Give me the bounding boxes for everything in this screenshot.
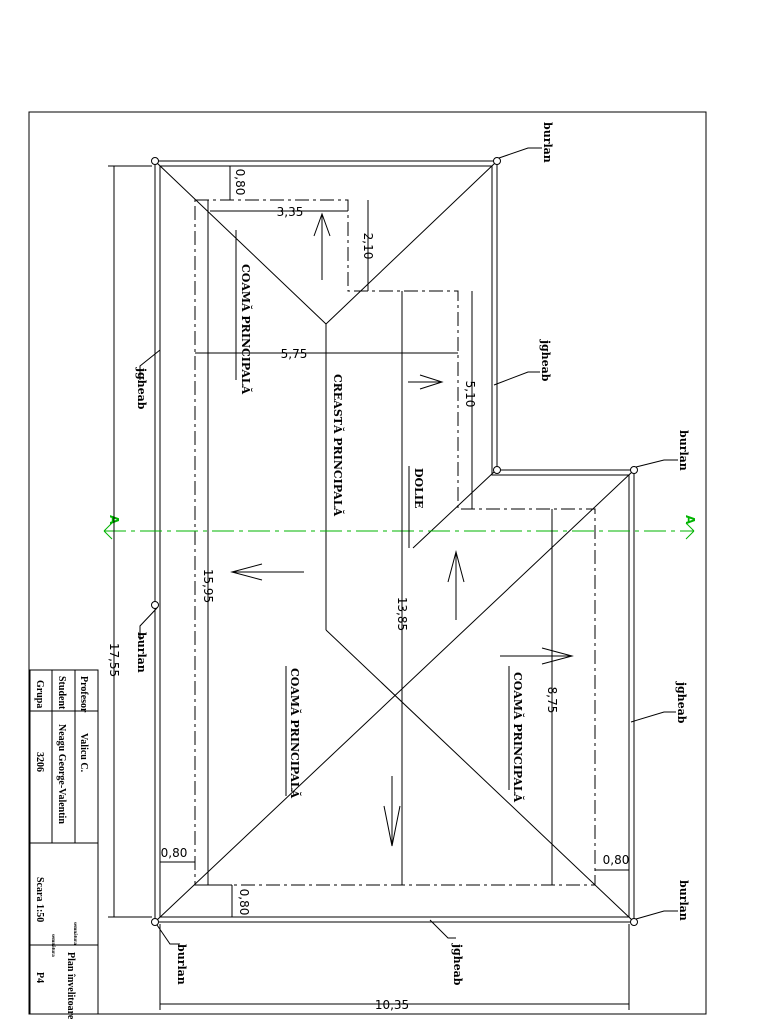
arrow-up — [448, 552, 464, 620]
dim-middle-length: 13,85 — [395, 597, 409, 631]
arrow-left — [232, 564, 304, 580]
dimension-lines — [108, 166, 629, 1010]
tb-signature: semnătura — [50, 934, 55, 957]
dim-overhang-bottom-left: 0,80 — [161, 846, 188, 860]
tb-professor-label: Profesor — [78, 676, 89, 713]
tb-professor-name: Valicu C. — [78, 733, 89, 773]
label-gutter: jgheab — [675, 681, 688, 724]
tb-scale: Scara 1:50 — [34, 877, 45, 922]
arrow-down — [384, 776, 400, 846]
leader-lines — [236, 230, 509, 796]
label-gutter: jgheab — [539, 339, 552, 382]
tb-signature: semnătura — [72, 922, 77, 945]
label-downspout: burlan — [677, 430, 690, 471]
dim-right-width: 8,75 — [545, 687, 559, 714]
roof-outline — [155, 161, 634, 922]
dim-overall-length: 17,55 — [107, 643, 121, 677]
downspout-markers — [152, 158, 638, 926]
tb-student-name: Neagu George-Valentin — [56, 724, 67, 824]
dim-top-width: 3,35 — [277, 205, 304, 219]
roof-lines — [157, 163, 632, 920]
tb-student-label: Student — [56, 676, 67, 710]
tb-sheet: P4 — [34, 972, 45, 983]
dim-wing-width: 5,75 — [281, 347, 308, 361]
tb-title: Plan învelitoare — [65, 952, 76, 1020]
wall-outline — [195, 200, 595, 885]
label-valley: DOLIE — [412, 468, 425, 508]
dim-overall-width: 10,35 — [375, 998, 409, 1012]
dim-overhang-bottom-vertical: 0,80 — [237, 889, 251, 916]
arrow-right — [408, 375, 442, 389]
label-downspout: burlan — [135, 632, 148, 673]
title-block — [30, 670, 98, 1014]
dim-overhang-top: 0,80 — [233, 169, 247, 196]
hip-line — [326, 630, 632, 920]
hip-line — [326, 163, 495, 324]
label-ridge-4: COAMĂ PRINCIPALĂ — [511, 672, 525, 803]
section-line: A A — [104, 515, 697, 539]
label-downspout: burlan — [175, 944, 188, 985]
dim-wing-length: 5,10 — [463, 381, 477, 408]
tb-group-value: 3206 — [34, 752, 45, 772]
label-gutter: jgheab — [135, 367, 148, 410]
label-ridge-3: COAMĂ PRINCIPALĂ — [288, 668, 302, 799]
label-downspout: burlan — [541, 122, 554, 163]
label-ridge-1: COAMĂ PRINCIPALĂ — [239, 264, 253, 395]
label-ridge-2: CREASTĂ PRINCIPALĂ — [331, 374, 345, 517]
arrow-up — [314, 214, 330, 280]
dim-overhang-right: 0,80 — [603, 853, 630, 867]
dim-inner-length: 15,95 — [201, 569, 215, 603]
arrow-right — [500, 648, 572, 664]
label-gutter: jgheab — [451, 943, 464, 986]
section-label-right: A — [683, 515, 697, 525]
label-downspout: burlan — [677, 880, 690, 921]
dim-top-offset: 2,10 — [361, 233, 375, 260]
tb-group-label: Grupa — [34, 680, 45, 708]
